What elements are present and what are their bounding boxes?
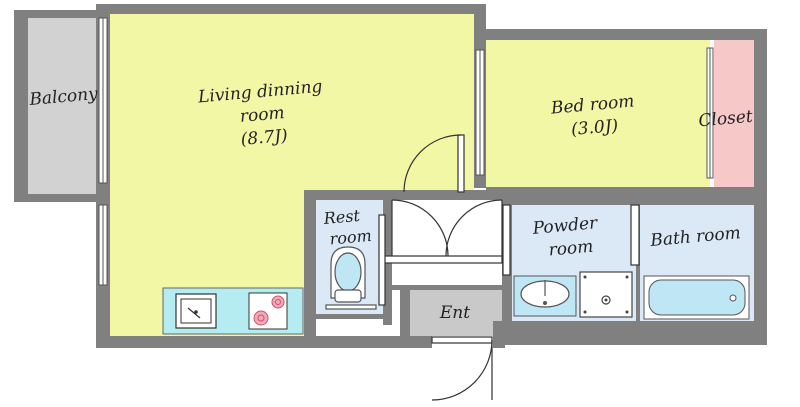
living-room-floor bbox=[110, 13, 474, 337]
restroom-label-line2: room bbox=[329, 226, 373, 249]
washing-machine-icon bbox=[579, 271, 633, 318]
stove-icon bbox=[248, 292, 288, 330]
living-room-label-line3: (8.7J) bbox=[240, 126, 289, 150]
washbasin-icon bbox=[513, 275, 577, 317]
windows bbox=[98, 17, 714, 286]
bedroom-floor bbox=[486, 40, 710, 187]
hall-floor bbox=[383, 200, 502, 285]
closet-floor bbox=[714, 40, 754, 187]
restroom-label-line1: Rest bbox=[322, 206, 361, 228]
entrance-floor bbox=[410, 290, 502, 336]
doors bbox=[378, 134, 640, 401]
closet-label: Closet bbox=[698, 107, 754, 132]
bedroom-label-line2: (3.0J) bbox=[570, 116, 619, 140]
powder-room-label-line2: room bbox=[548, 237, 594, 261]
living-room-label-line2: room bbox=[239, 103, 285, 127]
toilet-icon bbox=[325, 246, 377, 310]
balcony-floor bbox=[28, 17, 100, 195]
entrance-label: Ent bbox=[439, 303, 470, 323]
kitchen-counter bbox=[162, 287, 304, 335]
bathtub-icon bbox=[643, 275, 750, 320]
